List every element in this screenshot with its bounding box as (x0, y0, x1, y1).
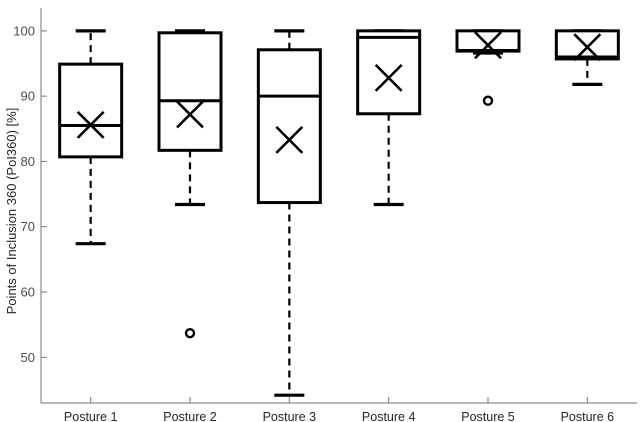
box-plot-1 (58, 29, 124, 246)
box-body (455, 29, 521, 53)
box-plot-5 (455, 29, 521, 106)
mean-marker (176, 100, 204, 129)
y-tick-label: 90 (21, 89, 35, 104)
box-plot-3 (256, 29, 322, 397)
y-tick-label: 70 (21, 219, 35, 234)
box-series (58, 29, 620, 397)
box-plot-2 (157, 29, 223, 339)
x-tick-label-6: Posture 6 (561, 410, 615, 422)
y-tick-label: 50 (21, 350, 35, 365)
box-body (554, 29, 620, 61)
x-tick-label-4: Posture 4 (362, 410, 416, 422)
box-body (356, 29, 422, 116)
box-body (256, 48, 322, 205)
box-body (157, 31, 223, 152)
box-plot-6 (554, 29, 620, 86)
axes (40, 8, 637, 404)
mean-marker (76, 110, 105, 139)
box-plot-4 (356, 29, 422, 207)
mean-marker (573, 33, 602, 62)
y-tick-label: 60 (21, 285, 35, 300)
y-axis-ticks: 50 60 70 80 90 100 (13, 23, 47, 365)
x-tick-label-2: Posture 2 (163, 410, 217, 422)
x-axis-ticks: Posture 1 Posture 2 Posture 3 Posture 4 Post… (64, 397, 614, 422)
mean-marker (474, 31, 502, 60)
mean-marker (374, 63, 403, 92)
box-body (58, 62, 124, 159)
x-tick-label-3: Posture 3 (263, 410, 317, 422)
x-tick-label-1: Posture 1 (64, 410, 118, 422)
x-tick-label-5: Posture 5 (461, 410, 515, 422)
outlier-point (184, 327, 196, 339)
y-tick-label: 100 (13, 23, 35, 38)
y-tick-label: 80 (21, 154, 35, 169)
outlier-point (482, 95, 494, 106)
mean-marker (275, 125, 304, 154)
